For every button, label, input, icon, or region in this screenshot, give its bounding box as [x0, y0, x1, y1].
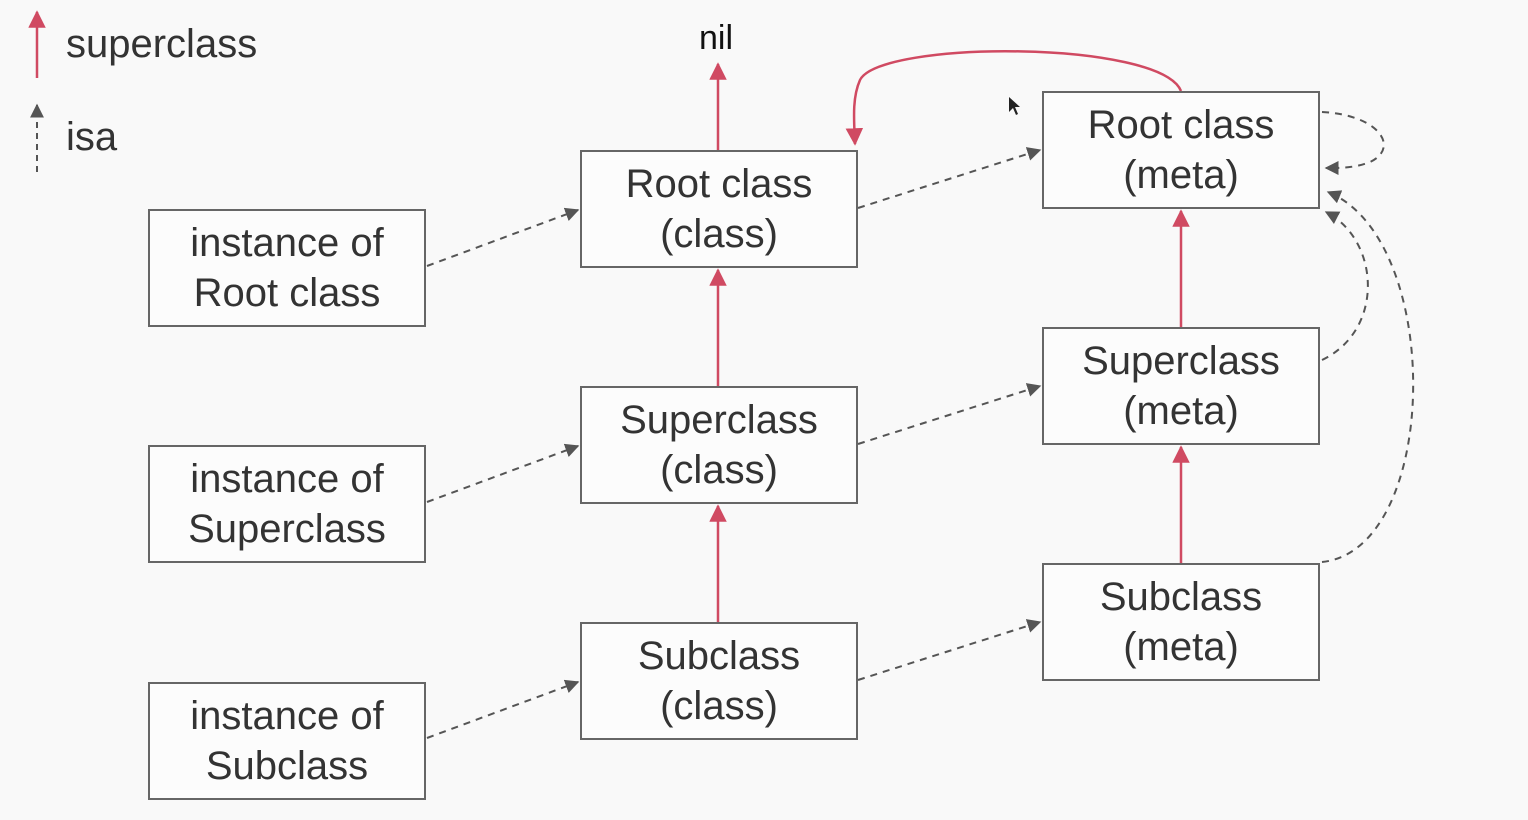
class-sub-line2: (class): [660, 684, 778, 728]
instance-root-line1: instance of: [190, 221, 384, 265]
class-root-box: Root class (class): [580, 150, 858, 268]
isa-arrow-root-class: [857, 147, 1042, 209]
class-sub-line1: Subclass: [637, 634, 801, 678]
instance-sub-line2: Subclass: [205, 744, 369, 788]
isa-arrow-super-class: [857, 383, 1042, 445]
isa-arrow-super-instance: [426, 443, 580, 503]
meta-super-line2: (meta): [1123, 389, 1239, 433]
nil-label: nil: [699, 19, 734, 57]
class-sub-box: Subclass (class): [580, 622, 858, 740]
instance-super-line1: instance of: [190, 457, 384, 501]
meta-root-line2: (meta): [1123, 153, 1239, 197]
meta-super-line1: Superclass: [1082, 339, 1280, 383]
class-super-line1: Superclass: [620, 398, 818, 442]
meta-sub-line2: (meta): [1123, 625, 1239, 669]
superclass-arrow-root-meta-to-root-class: [845, 50, 1183, 146]
isa-arrow-sub-instance: [426, 679, 580, 739]
legend-superclass-label: superclass: [66, 22, 258, 66]
isa-arrow-super-meta: [1321, 211, 1369, 361]
instance-super-line2: Superclass: [188, 507, 386, 551]
mouse-cursor-icon: [1009, 97, 1020, 115]
instance-root-box: instance of Root class: [148, 209, 426, 327]
instance-sub-box: instance of Subclass: [148, 682, 426, 800]
isa-arrow-sub-meta: [1321, 190, 1415, 563]
instance-super-box: instance of Superclass: [148, 445, 426, 563]
isa-arrow-root-meta-self: [1321, 111, 1385, 175]
isa-arrow-root-instance: [426, 207, 580, 267]
class-super-box: Superclass (class): [580, 386, 858, 504]
instance-root-line2: Root class: [193, 271, 381, 315]
instance-sub-line1: instance of: [190, 694, 384, 738]
meta-root-line1: Root class: [1087, 103, 1275, 147]
class-super-line2: (class): [660, 448, 778, 492]
legend-isa-label: isa: [66, 115, 118, 159]
meta-sub-line1: Subclass: [1099, 575, 1263, 619]
class-root-line2: (class): [660, 212, 778, 256]
meta-sub-box: Subclass (meta): [1042, 563, 1320, 681]
meta-super-box: Superclass (meta): [1042, 327, 1320, 445]
meta-root-box: Root class (meta): [1042, 91, 1320, 209]
isa-arrow-sub-class: [857, 619, 1042, 681]
class-root-line1: Root class: [625, 162, 813, 206]
